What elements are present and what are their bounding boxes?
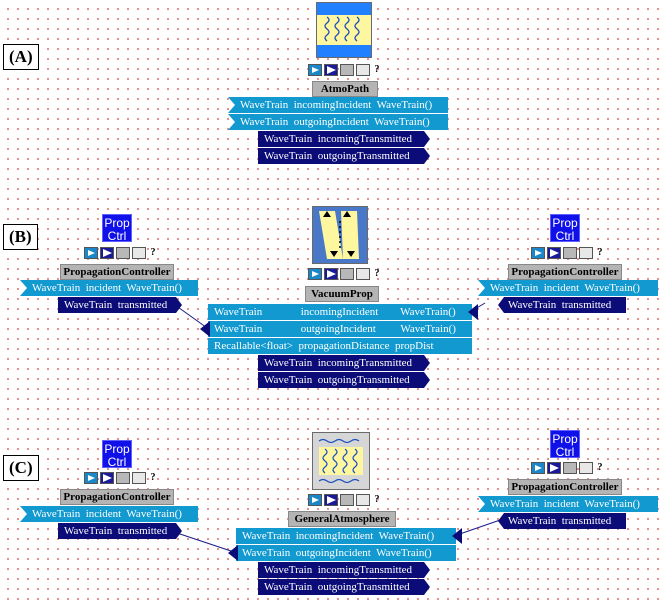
prop-ctrl-line2: Ctrl	[107, 455, 127, 469]
blank-icon[interactable]	[356, 494, 370, 506]
controller-c-left-port-transmitted[interactable]: WaveTrain transmitted	[58, 523, 182, 539]
blank-icon[interactable]	[356, 64, 370, 76]
link-c-right	[453, 518, 504, 537]
generalatmosphere-port-incoming-transmitted[interactable]: WaveTrain incomingTransmitted	[258, 562, 430, 578]
vacuumprop-port-outgoing-transmitted[interactable]: WaveTrain outgoingTransmitted	[258, 372, 430, 388]
prop-ctrl-icon-c-right[interactable]: Prop Ctrl	[550, 430, 580, 459]
controller-toolbar-b-right: ?	[531, 247, 605, 261]
atmopath-port-incoming-incident[interactable]: WaveTrain incomingIncident WaveTrain()	[228, 97, 448, 113]
controller-title-b-left[interactable]: PropagationController	[60, 264, 174, 280]
generalatmosphere-title[interactable]: GeneralAtmosphere	[288, 511, 396, 527]
atmopath-title[interactable]: AtmoPath	[312, 81, 378, 97]
blank-icon[interactable]	[579, 247, 593, 259]
controller-title-c-left[interactable]: PropagationController	[60, 489, 174, 505]
run-icon[interactable]	[308, 64, 322, 76]
run-icon[interactable]	[84, 472, 98, 484]
generalatmosphere-output-arrow	[452, 528, 462, 544]
controller-title-c-right[interactable]: PropagationController	[508, 479, 622, 495]
label-b: (B)	[3, 224, 38, 250]
controller-toolbar-b-left: ?	[84, 247, 158, 261]
play-icon[interactable]	[324, 64, 338, 76]
blank-icon[interactable]	[356, 268, 370, 280]
stop-icon[interactable]	[563, 247, 577, 259]
prop-ctrl-line2: Ctrl	[555, 445, 575, 459]
controller-b-left-port-transmitted[interactable]: WaveTrain transmitted	[58, 297, 182, 313]
play-icon[interactable]	[324, 494, 338, 506]
blank-icon[interactable]	[132, 472, 146, 484]
prop-ctrl-line2: Ctrl	[107, 229, 127, 243]
run-icon[interactable]	[308, 494, 322, 506]
controller-c-right-port-transmitted[interactable]: WaveTrain transmitted	[498, 513, 626, 529]
help-icon[interactable]: ?	[150, 472, 156, 483]
help-icon[interactable]: ?	[150, 247, 156, 258]
play-icon[interactable]	[547, 247, 561, 259]
vacuumprop-port-incoming-transmitted[interactable]: WaveTrain incomingTransmitted	[258, 355, 430, 371]
stop-icon[interactable]	[116, 472, 130, 484]
vacuumprop-port-incoming-incident[interactable]: WaveTrain incomingIncident WaveTrain()	[208, 304, 472, 320]
vacuumprop-output-arrow	[468, 304, 478, 320]
controller-b-right-port-incident[interactable]: WaveTrain incident WaveTrain()	[478, 280, 658, 296]
vacuumprop-input-arrow	[200, 321, 210, 337]
controller-toolbar-c-left: ?	[84, 472, 158, 486]
controller-c-left-port-incident[interactable]: WaveTrain incident WaveTrain()	[20, 506, 198, 522]
prop-ctrl-line1: Prop	[104, 442, 130, 456]
vacuumprop-toolbar: ?	[308, 268, 382, 282]
prop-ctrl-line2: Ctrl	[555, 229, 575, 243]
blank-icon[interactable]	[579, 462, 593, 474]
help-icon[interactable]: ?	[374, 268, 380, 279]
prop-ctrl-line1: Prop	[552, 432, 578, 446]
atmopath-port-outgoing-incident[interactable]: WaveTrain outgoingIncident WaveTrain()	[228, 114, 448, 130]
blank-icon[interactable]	[132, 247, 146, 259]
link-c-left	[173, 531, 238, 554]
generalatmosphere-port-outgoing-transmitted[interactable]: WaveTrain outgoingTransmitted	[258, 579, 430, 595]
vacuumprop-port-propagation-distance[interactable]: Recallable<float> propagationDistance pr…	[208, 338, 472, 354]
controller-title-b-right[interactable]: PropagationController	[508, 264, 622, 280]
controller-c-right-port-incident[interactable]: WaveTrain incident WaveTrain()	[478, 496, 658, 512]
atmopath-port-outgoing-transmitted[interactable]: WaveTrain outgoingTransmitted	[258, 148, 430, 164]
help-icon[interactable]: ?	[597, 462, 603, 473]
stop-icon[interactable]	[340, 64, 354, 76]
controller-b-right-port-transmitted[interactable]: WaveTrain transmitted	[498, 297, 626, 313]
generalatmosphere-wave-icon[interactable]	[312, 432, 370, 490]
stop-icon[interactable]	[563, 462, 577, 474]
help-icon[interactable]: ?	[597, 247, 603, 258]
run-icon[interactable]	[308, 268, 322, 280]
controller-toolbar-c-right: ?	[531, 462, 605, 476]
generalatmosphere-input-arrow	[228, 545, 238, 561]
atmopath-wave-icon[interactable]	[316, 2, 372, 58]
help-icon[interactable]: ?	[374, 494, 380, 505]
atmopath-port-incoming-transmitted[interactable]: WaveTrain incomingTransmitted	[258, 131, 430, 147]
stop-icon[interactable]	[116, 247, 130, 259]
prop-ctrl-icon-b-left[interactable]: Prop Ctrl	[102, 214, 132, 243]
label-a: (A)	[3, 44, 39, 70]
help-icon[interactable]: ?	[374, 64, 380, 75]
label-c: (C)	[3, 455, 39, 481]
vacuumprop-port-outgoing-incident[interactable]: WaveTrain outgoingIncident WaveTrain()	[208, 321, 472, 337]
prop-ctrl-icon-c-left[interactable]: Prop Ctrl	[102, 440, 132, 469]
stop-icon[interactable]	[340, 494, 354, 506]
controller-b-left-port-incident[interactable]: WaveTrain incident WaveTrain()	[20, 280, 198, 296]
generalatmosphere-port-incoming-incident[interactable]: WaveTrain incomingIncident WaveTrain()	[236, 528, 456, 544]
atmopath-toolbar: ?	[308, 64, 382, 78]
stop-icon[interactable]	[340, 268, 354, 280]
generalatmosphere-port-outgoing-incident[interactable]: WaveTrain outgoingIncident WaveTrain()	[236, 545, 456, 561]
run-icon[interactable]	[531, 247, 545, 259]
play-icon[interactable]	[100, 472, 114, 484]
prop-ctrl-line1: Prop	[104, 216, 130, 230]
prop-ctrl-line1: Prop	[552, 216, 578, 230]
prop-ctrl-icon-b-right[interactable]: Prop Ctrl	[550, 214, 580, 243]
play-icon[interactable]	[547, 462, 561, 474]
vacuumprop-title[interactable]: VacuumProp	[305, 286, 379, 302]
play-icon[interactable]	[100, 247, 114, 259]
run-icon[interactable]	[531, 462, 545, 474]
play-icon[interactable]	[324, 268, 338, 280]
run-icon[interactable]	[84, 247, 98, 259]
vacuumprop-icon[interactable]	[312, 206, 368, 264]
generalatmosphere-toolbar: ?	[308, 494, 382, 508]
